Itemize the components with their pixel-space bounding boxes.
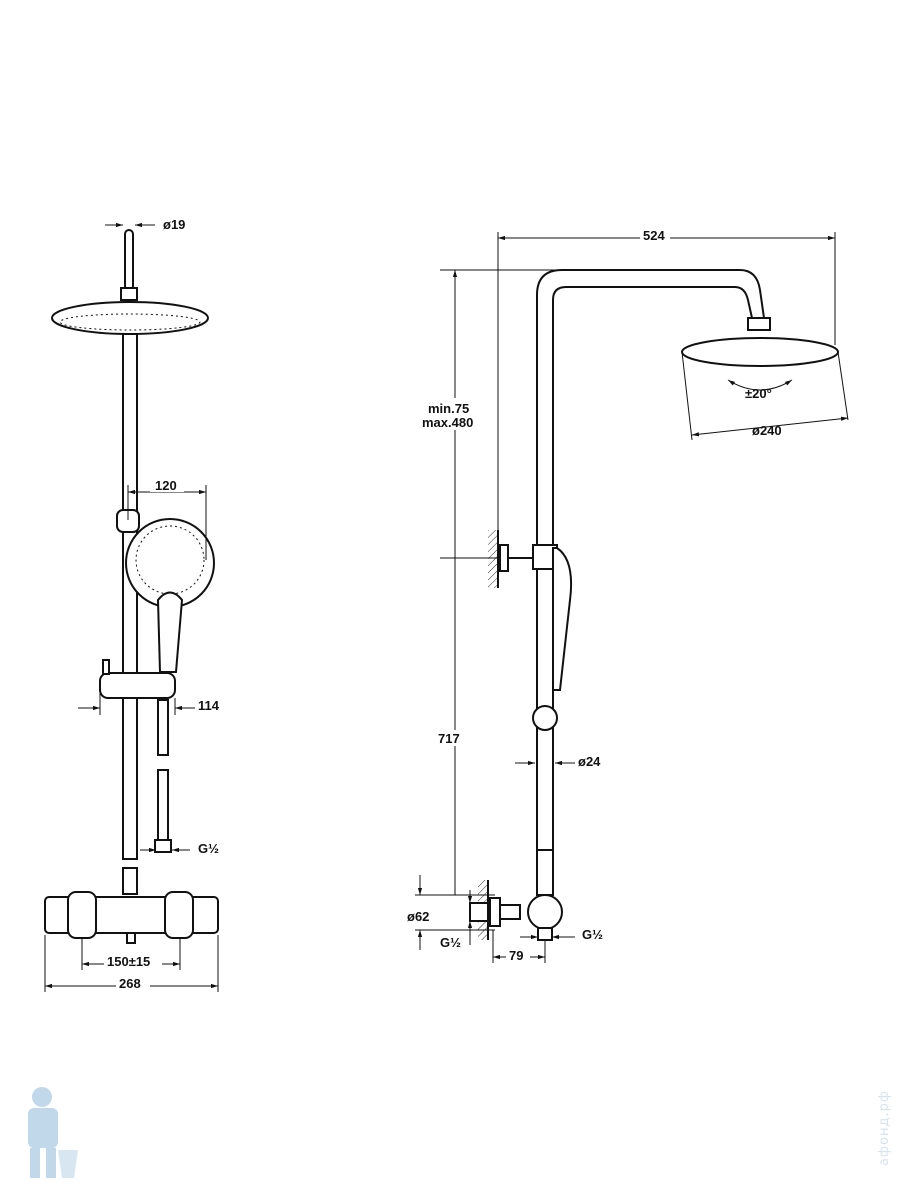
dim-escutcheon-diameter: ø62: [407, 909, 429, 924]
valve-body: [527, 894, 563, 930]
hand-shower-side: [552, 547, 573, 691]
dim-arm-projection: 524: [643, 228, 665, 243]
slider: [99, 672, 176, 699]
head-connector: [747, 317, 771, 331]
rail-lower-side: [536, 849, 554, 896]
riser-rail: [122, 333, 138, 860]
wall-bracket-plate: [499, 544, 509, 572]
outlet: [126, 932, 136, 944]
dim-wall-offset: 79: [509, 948, 523, 963]
dim-inlet-spacing: 150±15: [107, 954, 150, 969]
temperature-knob: [67, 891, 97, 939]
overhead-shower-head: [51, 301, 209, 335]
dim-outlet-thread: G½: [582, 927, 603, 942]
shower-arm: [124, 229, 134, 291]
hose: [157, 699, 169, 756]
rail-lower: [122, 867, 138, 895]
plumber-logo: [28, 1087, 78, 1178]
dim-rail-diameter: ø24: [578, 754, 601, 769]
outlet-side: [537, 927, 553, 941]
inlet-fitting: [469, 902, 489, 922]
flow-knob: [164, 891, 194, 939]
slider-knob-side: [532, 705, 558, 731]
watermark: афонд.рф: [877, 1090, 892, 1167]
dim-slider-offset: 114: [198, 698, 220, 713]
dim-head-tilt: ±20°: [745, 386, 772, 401]
hose-nut: [154, 839, 172, 853]
hand-shower-handle: [156, 591, 184, 673]
front-view: ø19 120 114 G½ 150±15 268: [44, 217, 220, 992]
side-view: ±20° ø240 524 min.75 max.480 717: [407, 228, 849, 963]
dim-head-diameter: ø240: [752, 423, 782, 438]
dim-height-max: max.480: [422, 415, 473, 430]
overhead-shower-side: [681, 337, 839, 367]
dim-height-min: min.75: [428, 401, 469, 416]
dim-body-width: 268: [119, 976, 141, 991]
slider-knob: [102, 659, 110, 675]
arm-connector: [120, 287, 138, 301]
dim-rail-height: 717: [438, 731, 460, 746]
escutcheon: [489, 897, 501, 927]
dim-inlet-thread: G½: [440, 935, 461, 950]
dim-arm-diameter: ø19: [163, 217, 185, 232]
dim-hose-thread: G½: [198, 841, 219, 856]
dim-handshower-width: 120: [155, 478, 177, 493]
shower-arm-outer: [536, 269, 765, 850]
